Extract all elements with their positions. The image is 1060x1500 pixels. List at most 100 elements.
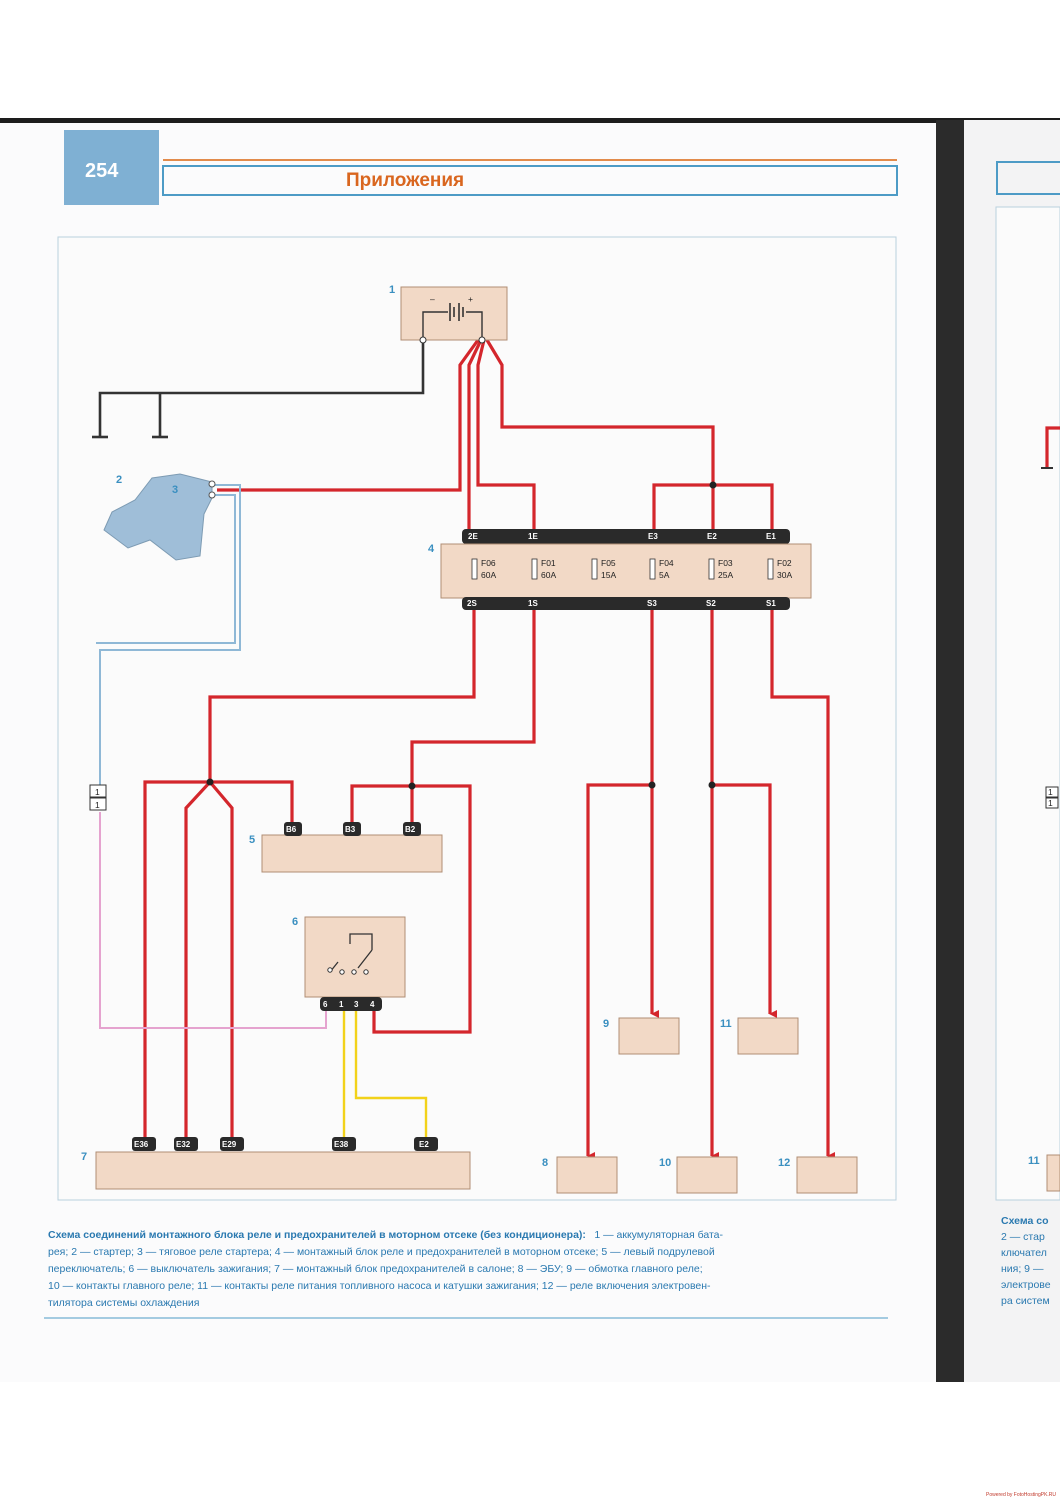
fuse-rating: 60A <box>541 570 556 580</box>
wire-1E <box>476 339 536 535</box>
fuse-icon <box>471 558 478 580</box>
label-3: 3 <box>172 484 178 496</box>
fuse-rating: 60A <box>481 570 496 580</box>
pin-6: 6 <box>323 1000 328 1009</box>
figure-caption: Схема соединений монтажного блока реле и… <box>48 1225 724 1309</box>
fuse-name: F01 <box>541 558 556 568</box>
caption-title: Схема соединений монтажного блока реле и… <box>48 1229 586 1241</box>
battery-terminal-minus <box>419 336 427 344</box>
right-connector-top-pin: 1 <box>1048 787 1053 797</box>
right-caption-line: Схема со <box>1001 1215 1049 1227</box>
steering-column-switch[interactable]: B6 B3 B2 <box>261 822 443 873</box>
main-relay-coil-box[interactable] <box>618 1017 680 1055</box>
ignition-switch[interactable]: 6 1 3 4 <box>304 916 406 1011</box>
pin-B2-box <box>403 822 421 836</box>
right-caption-line: 2 — стар <box>1001 1231 1045 1243</box>
pin-E36: E36 <box>134 1140 149 1149</box>
section-frame <box>162 165 898 196</box>
fuse-F03: F03 25A <box>708 558 733 580</box>
right-box-11 <box>1046 1154 1060 1192</box>
caption-line-1: Схема соединений монтажного блока реле и… <box>48 1225 724 1242</box>
inline-connector: 1 1 <box>89 784 107 811</box>
wire-S2-relay11 <box>710 605 777 1018</box>
label-8: 8 <box>542 1157 548 1169</box>
starter-motor[interactable] <box>103 473 216 561</box>
battery[interactable]: – + <box>400 286 508 344</box>
fuse-F05: F05 15A <box>591 558 616 580</box>
caption-line-5: тилятора системы охлаждения <box>48 1297 199 1309</box>
fuse-name: F02 <box>777 558 792 568</box>
fuse-block-body <box>440 543 812 599</box>
caption-line-3: переключатель; 6 — выключатель зажигания… <box>48 1263 703 1275</box>
label-7: 7 <box>81 1151 87 1163</box>
pin-2E: 2E <box>468 532 478 541</box>
wire-starter-feed <box>217 339 480 492</box>
caption-line-1-rest: 1 — аккумуляторная бата- <box>594 1229 723 1241</box>
label-5: 5 <box>249 834 255 846</box>
cabin-fuse-block[interactable]: E36 E32 E29 E38 E2 <box>95 1137 471 1190</box>
pin-E38: E38 <box>334 1140 349 1149</box>
fuse-name: F05 <box>601 558 616 568</box>
pin-E36-box <box>132 1137 156 1151</box>
fuse-icon <box>767 558 774 580</box>
fuse-F06: F06 60A <box>471 558 496 580</box>
ignition-pin-bar <box>320 997 382 1011</box>
fuse-name: F06 <box>481 558 496 568</box>
ignition-body <box>304 916 406 998</box>
ignition-contact <box>339 969 345 975</box>
right-diagram-frame <box>995 206 1060 1201</box>
footer-credit: Powered by FotoHostingPK.RU <box>986 1492 1056 1498</box>
ignition-contact <box>327 967 333 973</box>
pin-E1: E1 <box>766 532 776 541</box>
right-caption-line: ра систем <box>1001 1295 1050 1307</box>
ground-wire <box>98 338 425 437</box>
fuse-icon <box>649 558 656 580</box>
pin-E2-box <box>414 1137 438 1151</box>
battery-terminal-plus <box>478 336 486 344</box>
main-relay-contacts-box[interactable] <box>676 1156 738 1194</box>
fuse-rating: 25A <box>718 570 733 580</box>
fuse-icon <box>708 558 715 580</box>
label-4: 4 <box>428 543 435 555</box>
fuse-icon <box>591 558 598 580</box>
fuse-block-bottom-bar <box>462 597 790 610</box>
pin-B3: B3 <box>345 825 356 834</box>
wires <box>92 338 835 1160</box>
right-connector-bottom <box>1045 797 1059 809</box>
fuse-F02: F02 30A <box>767 558 792 580</box>
pin-3: 3 <box>354 1000 359 1009</box>
battery-plus: + <box>468 294 473 304</box>
pin-E38-box <box>332 1137 356 1151</box>
right-caption-line: ключател <box>1001 1247 1047 1259</box>
wire-S1-relay12 <box>770 605 835 1160</box>
fuse-name: F04 <box>659 558 674 568</box>
switch-body <box>261 834 443 873</box>
fuse-block[interactable]: 2E 1E E3 E2 E1 2S 1S S3 S2 S1 F06 60A F0… <box>440 529 812 610</box>
ecu-box[interactable] <box>556 1156 618 1194</box>
pin-E29-box <box>220 1137 244 1151</box>
fan-relay-box[interactable] <box>796 1156 858 1194</box>
fuse-rating: 5A <box>659 570 670 580</box>
connector-bottom <box>89 797 107 811</box>
right-page-wire <box>1045 426 1060 468</box>
fuse-rating: 15A <box>601 570 616 580</box>
battery-leads <box>422 311 483 338</box>
pin-S2: S2 <box>706 599 716 608</box>
right-page-frame <box>996 161 1060 195</box>
fuse-block-top-bar <box>462 529 790 544</box>
pin-B3-box <box>343 822 361 836</box>
pin-E32: E32 <box>176 1140 191 1149</box>
wire-B3-ign4 <box>350 784 472 1034</box>
wire-pink <box>99 812 327 1029</box>
fuel-pump-relay-box[interactable] <box>737 1017 799 1055</box>
caption-line-4: 10 — контакты главного реле; 11 — контак… <box>48 1280 711 1292</box>
junction-dot <box>206 778 214 786</box>
connector-top <box>89 784 107 798</box>
caption-line-2: рея; 2 — стартер; 3 — тяговое реле старт… <box>48 1246 715 1258</box>
junction-dot <box>709 481 717 489</box>
wire-2S <box>208 605 476 783</box>
right-caption-line: ния; 9 — <box>1001 1263 1044 1275</box>
label-9: 9 <box>603 1018 609 1030</box>
pin-S1: S1 <box>766 599 776 608</box>
pin-S3: S3 <box>647 599 657 608</box>
